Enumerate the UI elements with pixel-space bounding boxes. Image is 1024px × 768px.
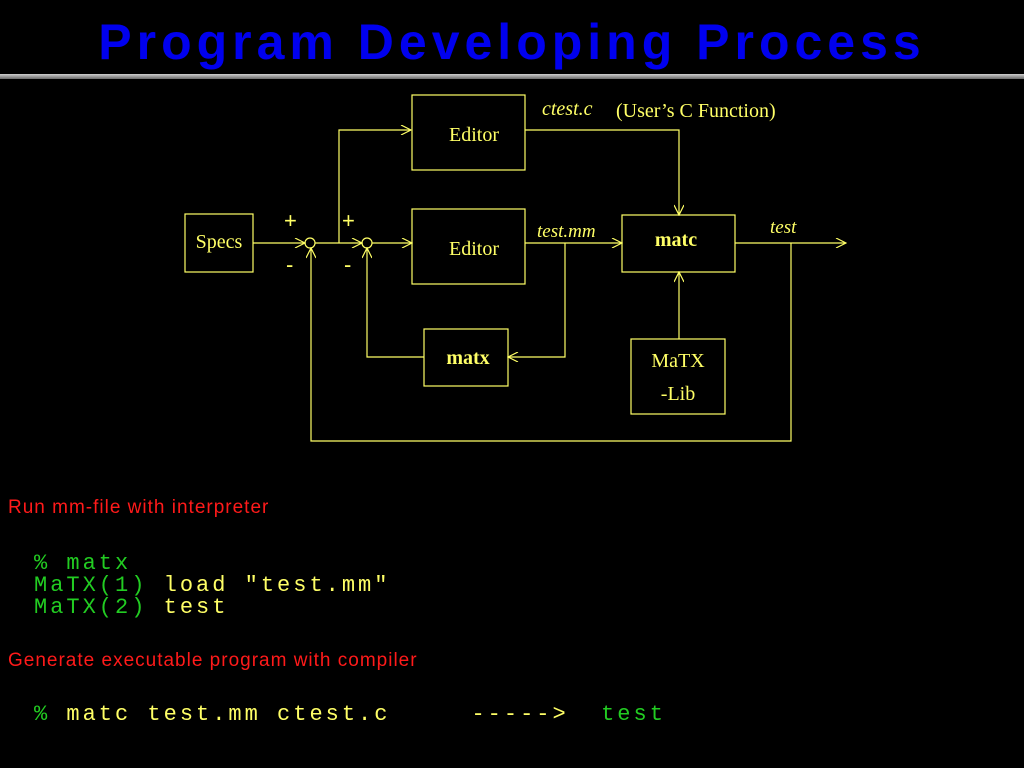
plus-sign-2: + [342, 208, 355, 233]
sum-junction-2 [361, 237, 373, 249]
compiler-prompt: % [34, 702, 51, 727]
minus-sign-1: - [286, 252, 293, 277]
arrow-ctest-matc [525, 129, 679, 215]
interpreter-heading: Run mm-file with interpreter [8, 497, 270, 518]
code-prompt-3: MaTX(2) [34, 595, 148, 620]
matx-lib-label-line1: MaTX [651, 350, 705, 372]
compiler-code: % matc test.mm ctest.c -----> test [34, 704, 666, 726]
matx-lib-label-line2: -Lib [661, 383, 695, 405]
editor-mid-label: Editor [449, 238, 499, 260]
process-diagram: Specs Editor Editor matc matx MaTX -Lib … [184, 94, 1024, 442]
sum-junction-1 [304, 237, 316, 249]
arrow-outer-feedback [311, 243, 792, 442]
code-line-2: MaTX(1) load "test.mm" [34, 575, 390, 597]
test-output-label: test [770, 217, 797, 238]
code-cmd-3: test [163, 595, 229, 620]
compiler-cmd: matc test.mm ctest.c [66, 702, 391, 727]
user-function-label: (User’s C Function) [616, 100, 776, 122]
editor-top-label: Editor [449, 124, 499, 146]
code-prompt-2: MaTX(1) [34, 573, 148, 598]
matx-lib-box [630, 338, 726, 415]
ctest-label: ctest.c [542, 98, 593, 120]
arrow-matx-feedback [367, 248, 424, 358]
compiler-result: test [601, 702, 666, 727]
testmm-label: test.mm [537, 221, 596, 242]
compiler-heading: Generate executable program with compile… [8, 650, 418, 671]
matx-label: matx [446, 347, 489, 369]
plus-sign-1: + [284, 208, 297, 233]
editor-top-box [411, 94, 526, 171]
slide-title: Program Developing Process [98, 14, 926, 70]
specs-label: Specs [196, 231, 243, 253]
code-line-3: MaTX(2) test [34, 597, 390, 619]
code-cmd-2: load "test.mm" [163, 573, 391, 598]
title-divider [0, 74, 1024, 79]
compiler-arrow: -----> [471, 702, 569, 727]
minus-sign-2: - [344, 252, 351, 277]
arrow-branch-top-editor [338, 130, 411, 243]
code-line-1: % matx [34, 551, 132, 576]
arrow-testmm-matx [508, 243, 566, 357]
matc-label: matc [655, 229, 697, 251]
